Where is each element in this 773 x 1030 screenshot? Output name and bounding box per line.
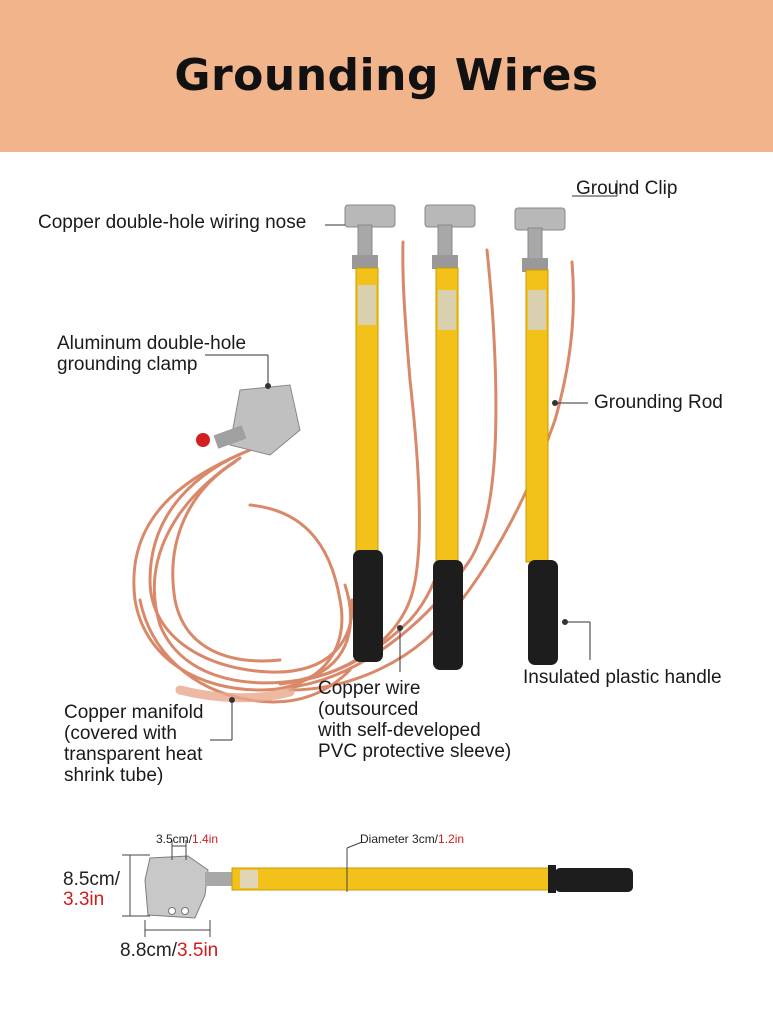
label-copper-manifold-line1: Copper manifold	[64, 702, 204, 723]
dimension-clip-width: 3.5cm/1.4in	[156, 832, 218, 846]
label-copper-manifold-line4: shrink tube)	[64, 765, 164, 786]
aluminum-clamp	[196, 384, 301, 456]
dimension-length-in: 3.5in	[177, 940, 219, 961]
dimension-length-cm: 8.8cm/	[120, 940, 178, 961]
dimension-height-in: 3.3in	[63, 889, 105, 910]
label-copper-wire-line1: Copper wire	[318, 678, 421, 699]
dimension-height: 8.5cm/ 3.3in	[63, 870, 120, 910]
label-aluminum-clamp-line2: grounding clamp	[57, 354, 198, 375]
dimension-clip-width-in: 1.4in	[192, 832, 219, 846]
label-grounding-rod: Grounding Rod	[594, 392, 723, 413]
label-insulated-handle: Insulated plastic handle	[523, 667, 722, 688]
dimension-diameter-cm: Diameter 3cm/	[360, 832, 439, 846]
label-copper-wire-line2: (outsourced	[318, 699, 419, 720]
label-copper-wire-line3: with self-developed	[318, 720, 481, 741]
page-title: Grounding Wires	[174, 50, 599, 101]
dimension-clip-width-cm: 3.5cm/	[156, 832, 193, 846]
grounding-rod-2	[424, 204, 476, 670]
label-copper-wire-line4: PVC protective sleeve)	[318, 741, 512, 762]
dimension-diameter: Diameter 3cm/1.2in	[360, 832, 464, 846]
dimension-diameter-in: 1.2in	[438, 832, 465, 846]
label-copper-manifold: Copper manifold (covered with transparen…	[64, 702, 203, 786]
dimension-length: 8.8cm/3.5in	[120, 940, 218, 962]
label-copper-manifold-line3: transparent heat	[64, 744, 203, 765]
label-aluminum-clamp-line1: Aluminum double-hole	[57, 333, 247, 354]
grounding-rod-1	[344, 204, 396, 662]
label-aluminum-clamp: Aluminum double-hole grounding clamp	[57, 333, 246, 375]
label-copper-wire: Copper wire (outsourced with self-develo…	[318, 678, 511, 762]
title-banner: Grounding Wires	[0, 0, 773, 152]
grounding-rod-3	[514, 207, 566, 665]
copper-manifold	[175, 685, 295, 703]
label-ground-clip: Ground Clip	[576, 178, 678, 199]
callout-lines	[205, 180, 618, 741]
dimension-drawing	[122, 840, 633, 937]
dimension-height-cm: 8.5cm/	[63, 869, 121, 890]
label-copper-nose: Copper double-hole wiring nose	[38, 212, 307, 233]
label-copper-manifold-line2: (covered with	[64, 723, 177, 744]
